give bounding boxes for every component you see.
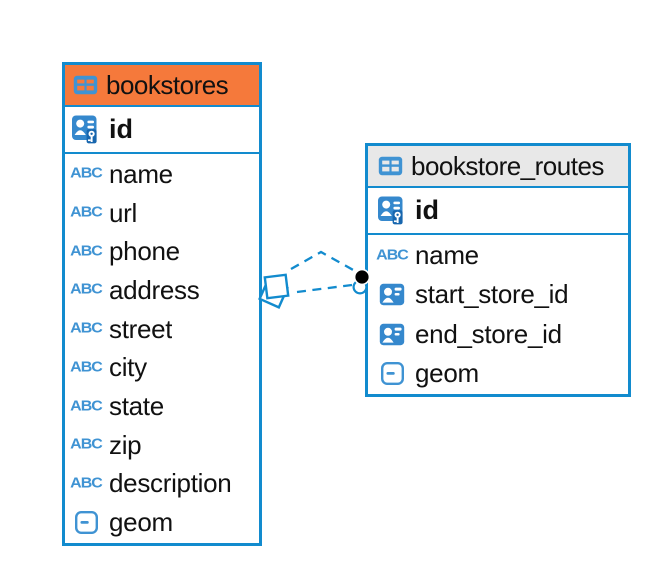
column-label: start_store_id [415, 279, 569, 310]
primary-key-icon [68, 114, 104, 145]
column-label: geom [109, 507, 173, 538]
column-label: end_store_id [415, 318, 562, 349]
pk-column-label: id [109, 114, 133, 144]
text-type-icon: ABC [70, 359, 103, 376]
geometry-type-icon [374, 361, 410, 386]
column-label: street [109, 313, 173, 344]
text-type-icon: ABC [70, 436, 103, 453]
column-row-id[interactable]: id [65, 107, 259, 154]
column-row-start-store-id[interactable]: start_store_id [368, 275, 628, 314]
column-row-id[interactable]: id [368, 188, 628, 235]
text-type-icon: ABC [70, 320, 103, 337]
text-type-icon: ABC [70, 475, 103, 492]
reference-column-icon [374, 283, 410, 306]
table-header-bookstore-routes[interactable]: bookstore_routes [368, 146, 628, 188]
column-label: zip [109, 429, 142, 460]
entity-table-bookstore-routes[interactable]: bookstore_routes id [365, 143, 631, 397]
column-row-geom[interactable]: geom [368, 354, 628, 393]
table-title: bookstores [106, 69, 229, 100]
column-row-url[interactable]: ABC url [65, 194, 259, 233]
column-label: phone [109, 236, 180, 267]
fk-line-upper [290, 250, 356, 273]
column-row-state[interactable]: ABC state [65, 387, 259, 426]
column-list: ABC name start_store_id [368, 235, 628, 394]
table-header-bookstores[interactable]: bookstores [65, 65, 259, 107]
fk-source-diamond-marker [258, 273, 290, 309]
column-row-city[interactable]: ABC city [65, 349, 259, 388]
pk-column-label: id [415, 195, 439, 225]
text-type-icon: ABC [376, 247, 409, 263]
reference-column-icon [374, 323, 410, 346]
fk-line-lower [296, 283, 353, 294]
column-label: url [109, 197, 137, 228]
table-title: bookstore_routes [411, 150, 604, 181]
column-row-end-store-id[interactable]: end_store_id [368, 315, 628, 354]
entity-table-bookstores[interactable]: bookstores id ABC [62, 62, 262, 546]
text-type-icon: ABC [70, 282, 103, 298]
column-row-name[interactable]: ABC name [65, 155, 259, 194]
column-row-street[interactable]: ABC street [65, 310, 259, 349]
column-row-phone[interactable]: ABC phone [65, 232, 259, 271]
geometry-type-icon [68, 510, 104, 535]
column-row-address[interactable]: ABC address [65, 271, 259, 310]
column-label: state [109, 391, 164, 422]
column-label: city [109, 352, 147, 383]
column-row-geom[interactable]: geom [65, 503, 259, 542]
column-label: geom [415, 357, 479, 388]
column-label: name [415, 240, 479, 271]
table-icon [378, 156, 403, 176]
fk-relationship-connector[interactable] [258, 250, 371, 309]
column-label: name [109, 158, 173, 189]
column-label: description [109, 468, 232, 499]
primary-key-icon [374, 195, 410, 226]
column-row-zip[interactable]: ABC zip [65, 426, 259, 465]
text-type-icon: ABC [70, 204, 103, 221]
column-list: ABC name ABC url ABC phone ABC address A… [65, 154, 259, 543]
text-type-icon: ABC [70, 398, 103, 414]
column-row-description[interactable]: ABC description [65, 465, 259, 504]
column-row-name[interactable]: ABC name [368, 236, 628, 275]
text-type-icon: ABC [70, 243, 103, 260]
column-label: address [109, 274, 200, 305]
table-icon [73, 75, 98, 95]
text-type-icon: ABC [70, 166, 103, 182]
